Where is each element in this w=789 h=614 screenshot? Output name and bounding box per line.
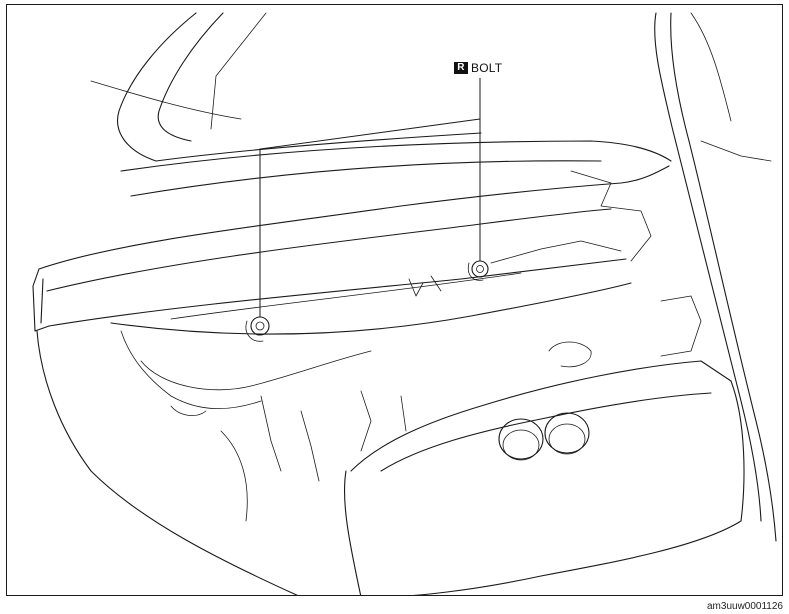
replace-part-badge: R [454, 62, 468, 74]
cowl-notch [408, 275, 442, 297]
underhood-detail-2 [140, 350, 372, 391]
oil-filler-cap [498, 412, 590, 461]
cowl-right-clip [570, 170, 652, 262]
diagram-frame: R BOLT [6, 4, 783, 596]
engine-cover-outline [350, 360, 745, 595]
bolt-label-text: BOLT [471, 61, 503, 75]
underhood-detail-3 [170, 405, 207, 416]
hood-panel-line [120, 140, 672, 172]
cowl-left-end [32, 268, 50, 332]
cowl-top-edge [38, 165, 670, 270]
hood-crease [210, 12, 267, 130]
cowl-right-detail [490, 240, 622, 264]
engine-bay-illustration [32, 12, 777, 595]
hood-lower-line [130, 160, 602, 197]
underhood-detail-4 [260, 395, 320, 482]
fender-line-1 [654, 12, 762, 522]
firewall-line [36, 330, 298, 595]
engine-cover-inner [380, 392, 712, 472]
engine-bracket [660, 295, 702, 357]
fender-curve [690, 12, 732, 122]
bolt-callout-leader [259, 78, 481, 317]
fender-curve-2 [700, 140, 772, 162]
hood-edge-upper [117, 12, 482, 162]
bolt-callout-label: R BOLT [454, 61, 502, 75]
cowl-bottom-edge [110, 282, 632, 335]
hood-edge-inner [157, 12, 224, 142]
underhood-detail-5 [360, 390, 407, 452]
cowl-lower-edge [48, 258, 627, 327]
engine-cap-ring [548, 341, 592, 368]
fender-line-2 [670, 12, 777, 542]
underhood-detail-6 [220, 430, 248, 522]
engine-cover-front [343, 470, 362, 595]
cowl-top-edge-2 [46, 208, 612, 292]
hood-curve [90, 80, 242, 120]
bolt-left [245, 316, 270, 342]
cowl-ridge [170, 272, 522, 320]
underhood-detail-1 [120, 330, 262, 410]
image-code: am3uuw0001126 [707, 601, 783, 612]
